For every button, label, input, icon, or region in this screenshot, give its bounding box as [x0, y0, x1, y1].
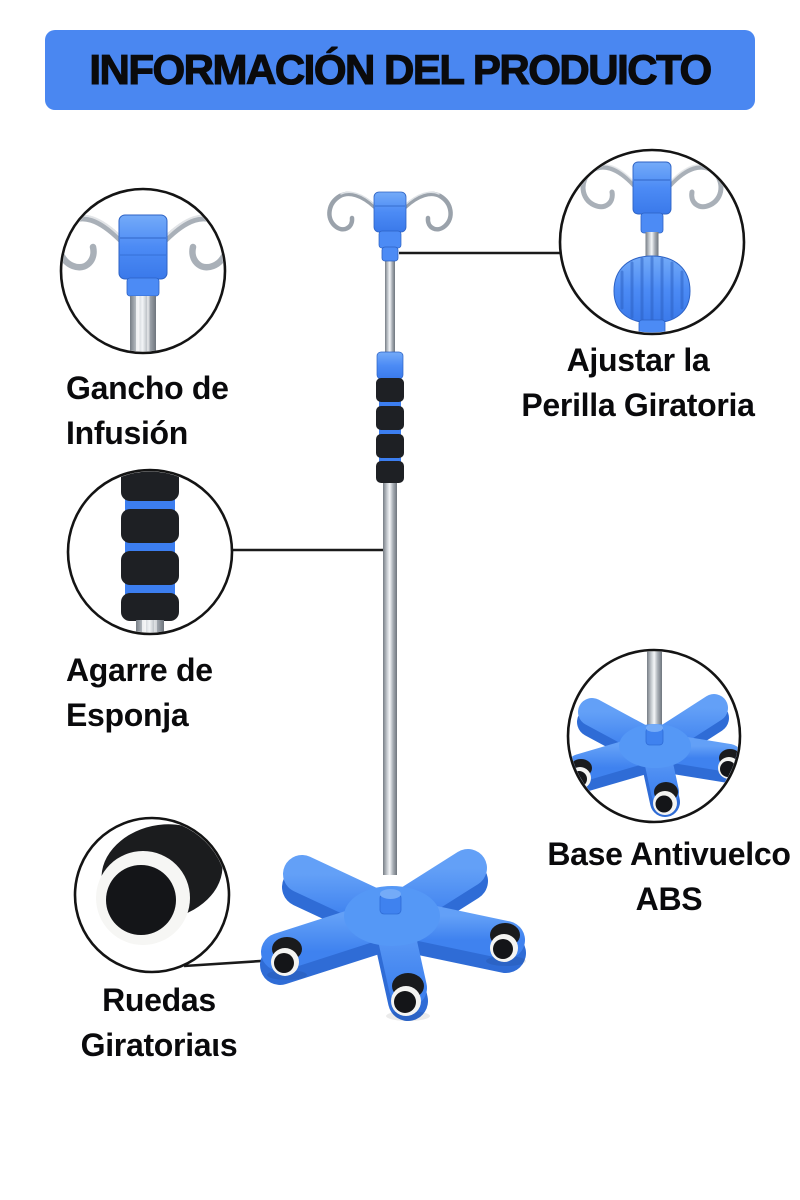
pole-ring	[381, 246, 399, 262]
callout-ring	[558, 148, 746, 336]
label-line: Perilla Giratoria	[521, 387, 755, 423]
upper-pole	[385, 228, 395, 358]
label-abs-base: Base Antivuelco ABS	[540, 832, 798, 922]
iv-pole-product	[260, 191, 526, 1021]
foam-segment	[376, 406, 404, 430]
swivel-wheel-zoom-icon	[96, 824, 223, 945]
left-hook-highlight	[340, 191, 376, 206]
label-infusion-hook: Gancho de Infusión	[66, 366, 306, 456]
caster-left	[271, 937, 302, 976]
grip-collar	[376, 351, 404, 380]
label-line: Gancho de	[66, 370, 229, 406]
label-line: Agarre de	[66, 652, 213, 688]
callout-ring	[59, 187, 227, 355]
caster-front	[391, 973, 424, 1016]
callout-swivel-wheel	[73, 816, 231, 974]
label-line: Ajustar la	[566, 342, 710, 378]
hook-cap-neck	[378, 230, 402, 249]
hook-cap	[373, 191, 407, 233]
label-line: Base Antivuelco	[547, 836, 791, 872]
left-hook-icon	[327, 191, 378, 232]
lower-pole	[383, 483, 397, 875]
sponge-grip	[376, 378, 404, 483]
callout-rotary-knob	[558, 148, 746, 336]
header-banner: INFORMACIÓN DEL PRODUICTO	[45, 30, 755, 110]
right-hook-highlight	[404, 191, 440, 206]
label-line: Esponja	[66, 697, 189, 733]
base-hub	[344, 886, 440, 946]
label-rotary-knob: Ajustar la Perilla Giratoria	[505, 338, 771, 428]
foam-segment	[376, 461, 404, 483]
label-line: ABS	[635, 881, 703, 917]
callout-ring	[566, 648, 742, 824]
foam-segment	[376, 378, 404, 402]
sponge-grip-zoom-icon	[121, 471, 179, 633]
callout-ring	[66, 468, 234, 636]
label-line: Infusión	[66, 415, 189, 451]
rotary-knob-zoom-icon	[580, 161, 724, 333]
callout-sponge-grip	[66, 468, 234, 636]
right-hook-icon	[402, 191, 453, 232]
front-casters	[267, 923, 526, 1021]
label-line: Giratoriaιs	[80, 1027, 238, 1063]
label-sponge-grip: Agarre de Esponja	[66, 648, 306, 738]
foam-segment	[376, 434, 404, 458]
abs-base-zoom-icon	[569, 651, 739, 817]
callout-infusion-hook	[59, 187, 227, 355]
callout-ring	[73, 816, 231, 974]
hook-highlights	[340, 191, 440, 206]
infusion-hooks	[327, 191, 453, 232]
label-swivel-wheels: Ruedas Giratoriaιs	[40, 978, 278, 1068]
page-title: INFORMACIÓN DEL PRODUICTO	[89, 45, 713, 93]
label-line: Ruedas	[102, 982, 216, 1018]
callout-abs-base	[566, 648, 742, 824]
caster-right	[490, 923, 520, 962]
hub-boss-top	[380, 889, 401, 899]
